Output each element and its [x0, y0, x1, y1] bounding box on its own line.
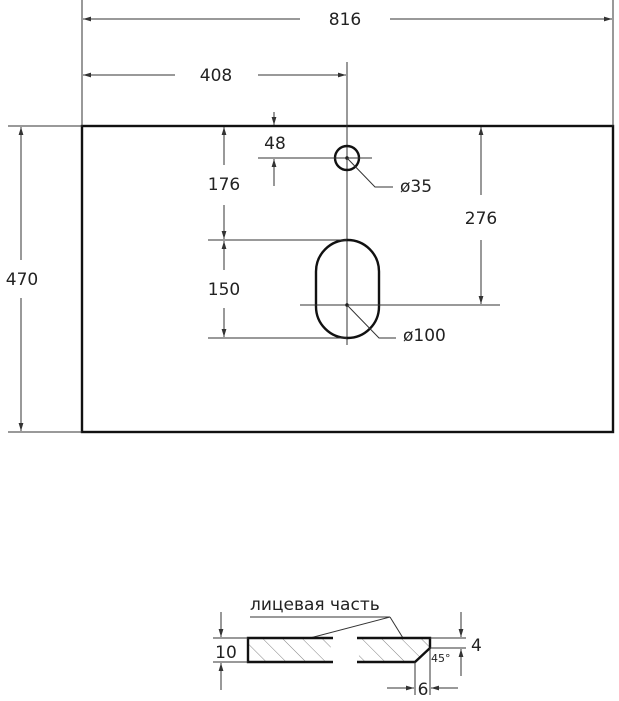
face-label: лицевая часть [250, 595, 380, 615]
dimension-center-offset: 408 [83, 66, 346, 86]
profile-section-right [355, 638, 430, 662]
dimension-to-basin-top: 176 [208, 127, 240, 239]
leader-tap-hole-diameter: ø35 [346, 157, 432, 197]
chamfer-width-label: 6 [418, 680, 429, 700]
dimension-label: 150 [208, 280, 240, 300]
thickness-label: 10 [215, 643, 237, 663]
dimension-to-basin-center: 276 [465, 127, 497, 304]
dimension-total-width: 816 [83, 10, 612, 30]
dimension-label: 408 [200, 66, 232, 86]
dimension-label: 816 [329, 10, 361, 30]
leader-drain-diameter: ø100 [346, 304, 446, 346]
dimension-label: ø35 [400, 177, 432, 197]
dimension-basin-length: 150 [208, 241, 240, 337]
dimension-tap-hole-offset: 48 [264, 112, 286, 186]
dimension-label: 276 [465, 209, 497, 229]
dimension-label: 470 [6, 270, 38, 290]
chamfer-angle-label: 45° [431, 652, 451, 665]
dimension-label: ø100 [403, 326, 446, 346]
dimension-label: 48 [264, 134, 286, 154]
dimension-label: 176 [208, 175, 240, 195]
chamfer-depth-label: 4 [471, 636, 482, 656]
edge-profile: лицевая часть 10 4 45° 6 [213, 595, 482, 700]
drain-oval [314, 238, 381, 340]
profile-section-left [248, 638, 335, 662]
dimension-depth: 470 [6, 127, 38, 431]
